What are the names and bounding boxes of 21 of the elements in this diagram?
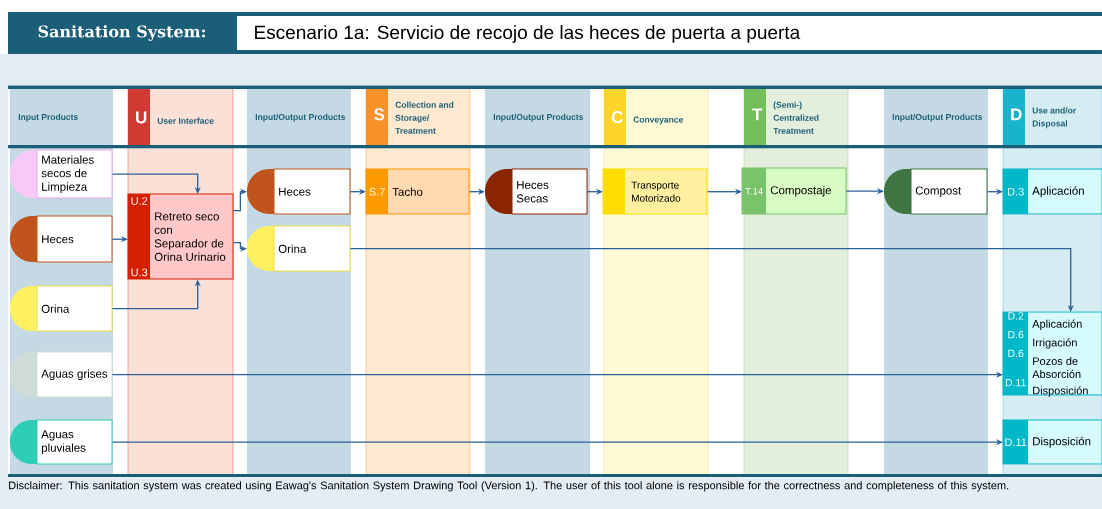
product-box: Materiales secos de Limpieza <box>10 149 113 199</box>
process-box: D.11 Disposición <box>1002 419 1102 465</box>
disclaimer: Disclaimer: This sanitation system was created using Eawag's Sanitation System Drawing Tool (Version 1). The user of this tool alone is responsible for the correctness and completeness of this system. <box>9 481 1009 492</box>
arrow <box>111 173 201 194</box>
product-box: Heces <box>247 168 351 215</box>
process-box: T.14 Compostaje <box>741 167 847 215</box>
process-box: Transporte Motorizado <box>602 168 708 215</box>
arrow <box>349 248 1074 312</box>
product-box: Heces Secas <box>485 168 588 215</box>
product-box: Heces <box>10 215 113 263</box>
product-box: Orina <box>247 225 351 272</box>
product-box: Orina <box>10 285 113 332</box>
process-box: D.3 Aplicación <box>1002 168 1102 215</box>
process-box: D.2 Aplicación D.6 Irrigación D.6 Pozos de Absorción D.11 Disposición <box>1002 311 1102 397</box>
product-box: Aguas grises <box>10 351 113 398</box>
arrow <box>232 188 247 212</box>
process-box: U.2 U.3 Retreto seco con Separador de Orina Urinario <box>127 193 234 280</box>
process-box: S.7 Tacho <box>365 168 470 215</box>
title: Escenario 1a: Servicio de recojo de las heces de puerta a puerta <box>255 25 801 43</box>
product-box: Aguas pluviales <box>10 419 113 465</box>
product-box: Compost <box>884 168 988 215</box>
